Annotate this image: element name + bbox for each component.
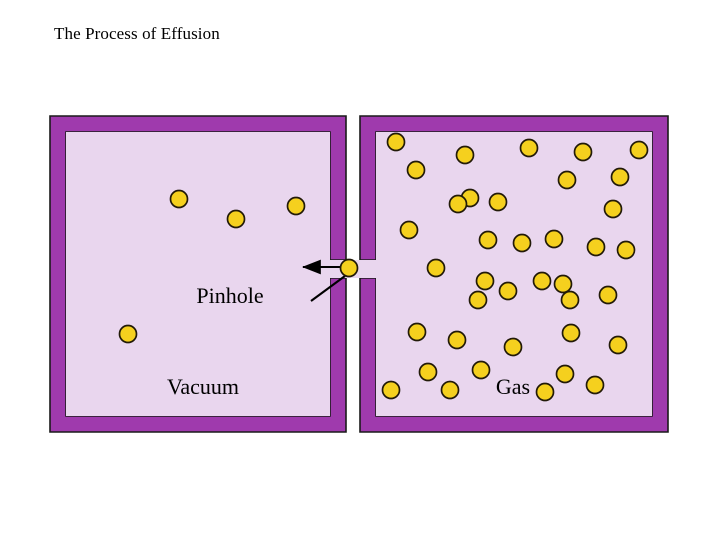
gas-particle <box>407 322 427 342</box>
pinhole-annotation: Pinhole <box>196 258 359 308</box>
vacuum-particle-group <box>118 189 306 344</box>
gas-particle <box>478 230 498 250</box>
gas-particle <box>448 194 468 214</box>
gas-particle <box>557 170 577 190</box>
gas-particle <box>118 324 138 344</box>
gas-particle <box>512 233 532 253</box>
gas-particle <box>406 160 426 180</box>
gas-particle <box>399 220 419 240</box>
gas-particle <box>585 375 605 395</box>
gas-particle <box>386 132 406 152</box>
gas-particle <box>498 281 518 301</box>
gas-particle <box>169 189 189 209</box>
gas-particle <box>616 240 636 260</box>
gas-particle <box>553 274 573 294</box>
gas-particle <box>608 335 628 355</box>
gas-particle <box>447 330 467 350</box>
gas-particle <box>573 142 593 162</box>
page-title: The Process of Effusion <box>54 24 220 43</box>
gas-particle <box>471 360 491 380</box>
gas-chamber: Gas <box>359 115 669 433</box>
gas-particle <box>426 258 446 278</box>
gas-particle <box>503 337 523 357</box>
gas-particle <box>555 364 575 384</box>
gas-particle <box>440 380 460 400</box>
gas-particle <box>610 167 630 187</box>
gas-particle <box>561 323 581 343</box>
gas-particle <box>455 145 475 165</box>
gas-particle <box>468 290 488 310</box>
vacuum-label: Vacuum <box>167 374 239 399</box>
gas-particle <box>535 382 555 402</box>
vacuum-chamber-interior <box>66 132 330 416</box>
gas-particle <box>532 271 552 291</box>
gas-particle <box>603 199 623 219</box>
vacuum-chamber: Vacuum <box>49 115 347 433</box>
gas-particle <box>560 290 580 310</box>
gas-particle <box>629 140 649 160</box>
gas-particle-group <box>381 132 649 402</box>
gas-particle <box>226 209 246 229</box>
gas-particle <box>418 362 438 382</box>
gas-particle <box>586 237 606 257</box>
gas-particle <box>519 138 539 158</box>
gas-particle <box>475 271 495 291</box>
gas-label: Gas <box>496 374 530 399</box>
gas-particle <box>544 229 564 249</box>
gas-particle <box>488 192 508 212</box>
pinhole-leader-line <box>310 275 346 302</box>
gas-particle <box>381 380 401 400</box>
pinhole-label: Pinhole <box>196 283 263 308</box>
gas-particle <box>286 196 306 216</box>
gas-particle <box>598 285 618 305</box>
escaping-particle <box>339 258 359 278</box>
